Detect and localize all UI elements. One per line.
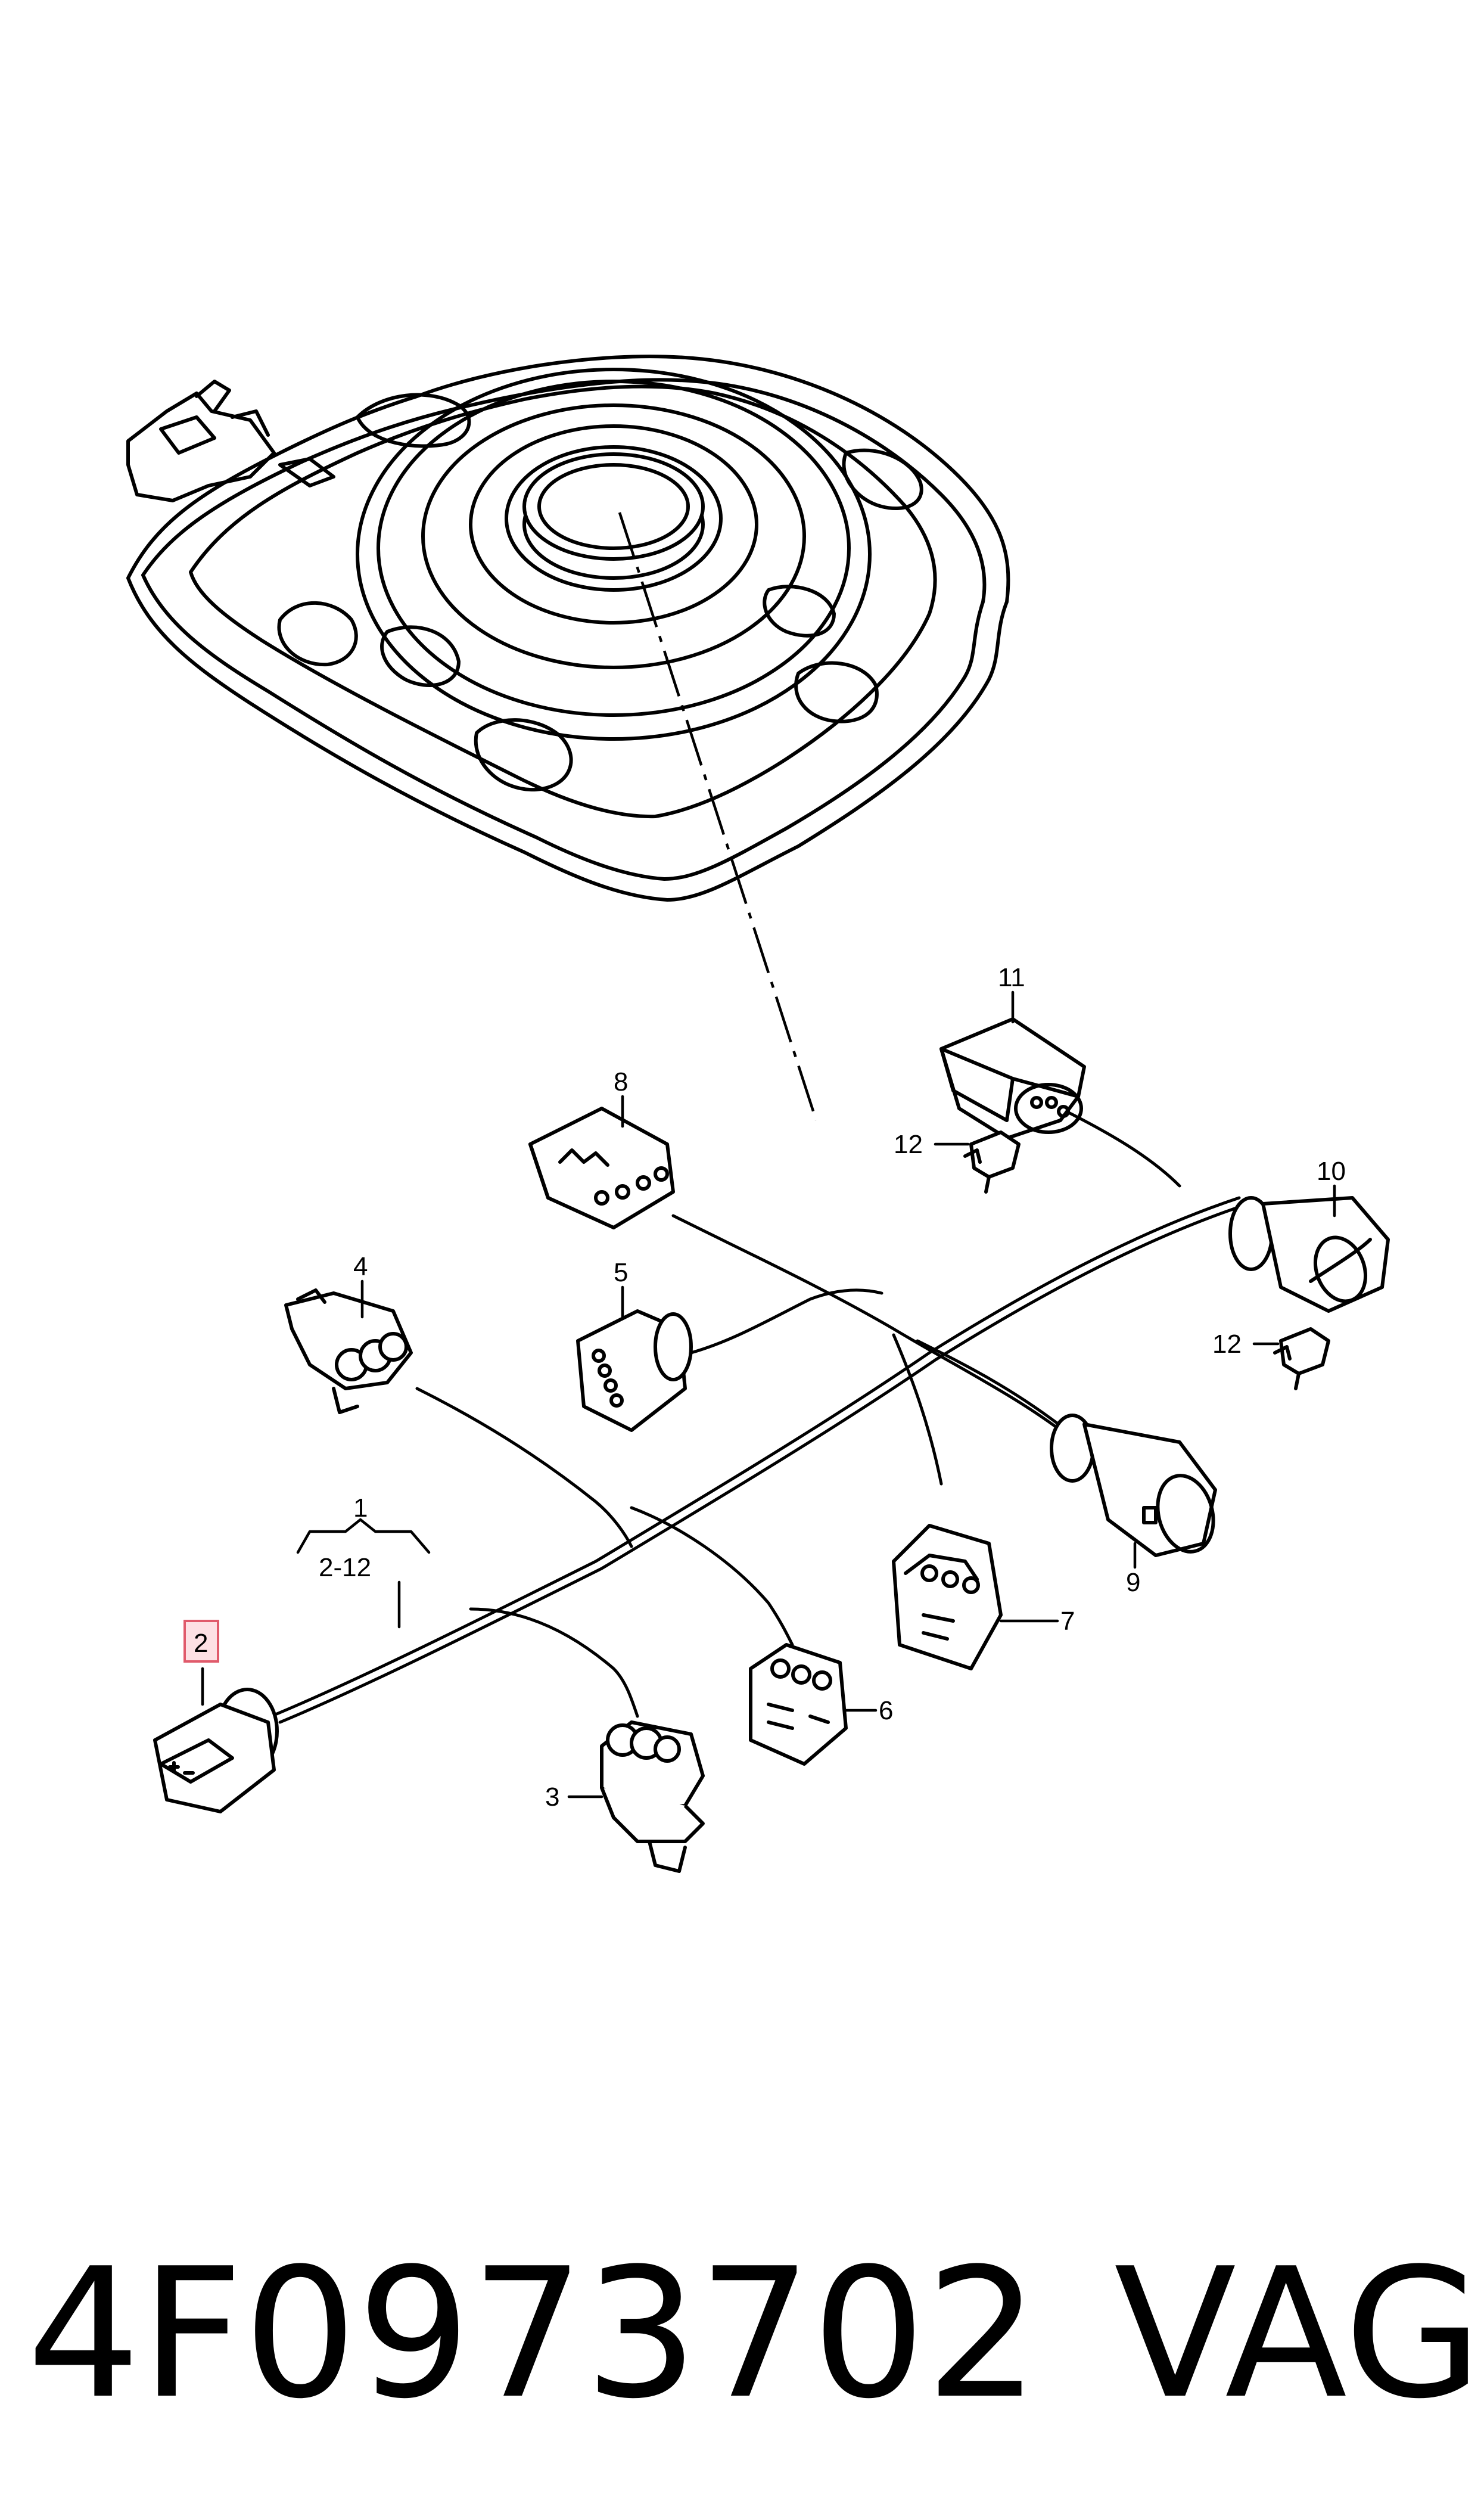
subwoofer-spare-wheel-unit <box>126 355 1010 902</box>
connector-7 <box>892 1524 1003 1670</box>
callout-6: 6 <box>879 1696 893 1725</box>
callout-4: 4 <box>353 1252 368 1281</box>
callout-2-highlight <box>183 1620 219 1663</box>
callout-12-upper: 12 <box>894 1130 923 1159</box>
connector-12-upper <box>963 1130 1021 1194</box>
harness-wires <box>269 1107 1247 1724</box>
callout-1: 1 <box>353 1493 368 1523</box>
connector-3 <box>600 1720 705 1873</box>
callout-2: 2 <box>194 1629 208 1658</box>
connector-9 <box>1050 1414 1217 1557</box>
connector-8 <box>528 1107 675 1229</box>
callout-leaders <box>201 990 1336 1799</box>
callout-10: 10 <box>1317 1157 1346 1186</box>
connector-6 <box>749 1643 848 1766</box>
connector-5 <box>576 1309 693 1432</box>
connector-10 <box>1228 1196 1390 1313</box>
part-number: 4F0973702 <box>27 2230 1040 2438</box>
callout-11: 11 <box>998 963 1025 992</box>
callout-7: 7 <box>1060 1607 1075 1636</box>
connector-11 <box>939 1017 1086 1140</box>
callout-3: 3 <box>545 1782 559 1812</box>
connector-12-lower <box>1273 1327 1330 1390</box>
callout-12-lower: 12 <box>1212 1330 1242 1359</box>
brand-name: VAG <box>1114 2230 1482 2438</box>
connector-2 <box>153 1688 279 1813</box>
connector-4 <box>284 1288 413 1414</box>
callout-labels: 11 12 10 12 8 4 5 9 7 6 3 1 2-12 2 <box>183 963 1346 1812</box>
callout-9: 9 <box>1126 1568 1140 1597</box>
callout-5: 5 <box>614 1258 628 1287</box>
assembly-leader-line <box>618 512 818 1121</box>
callout-8: 8 <box>614 1067 628 1097</box>
callout-1-range: 2-12 <box>319 1553 371 1582</box>
